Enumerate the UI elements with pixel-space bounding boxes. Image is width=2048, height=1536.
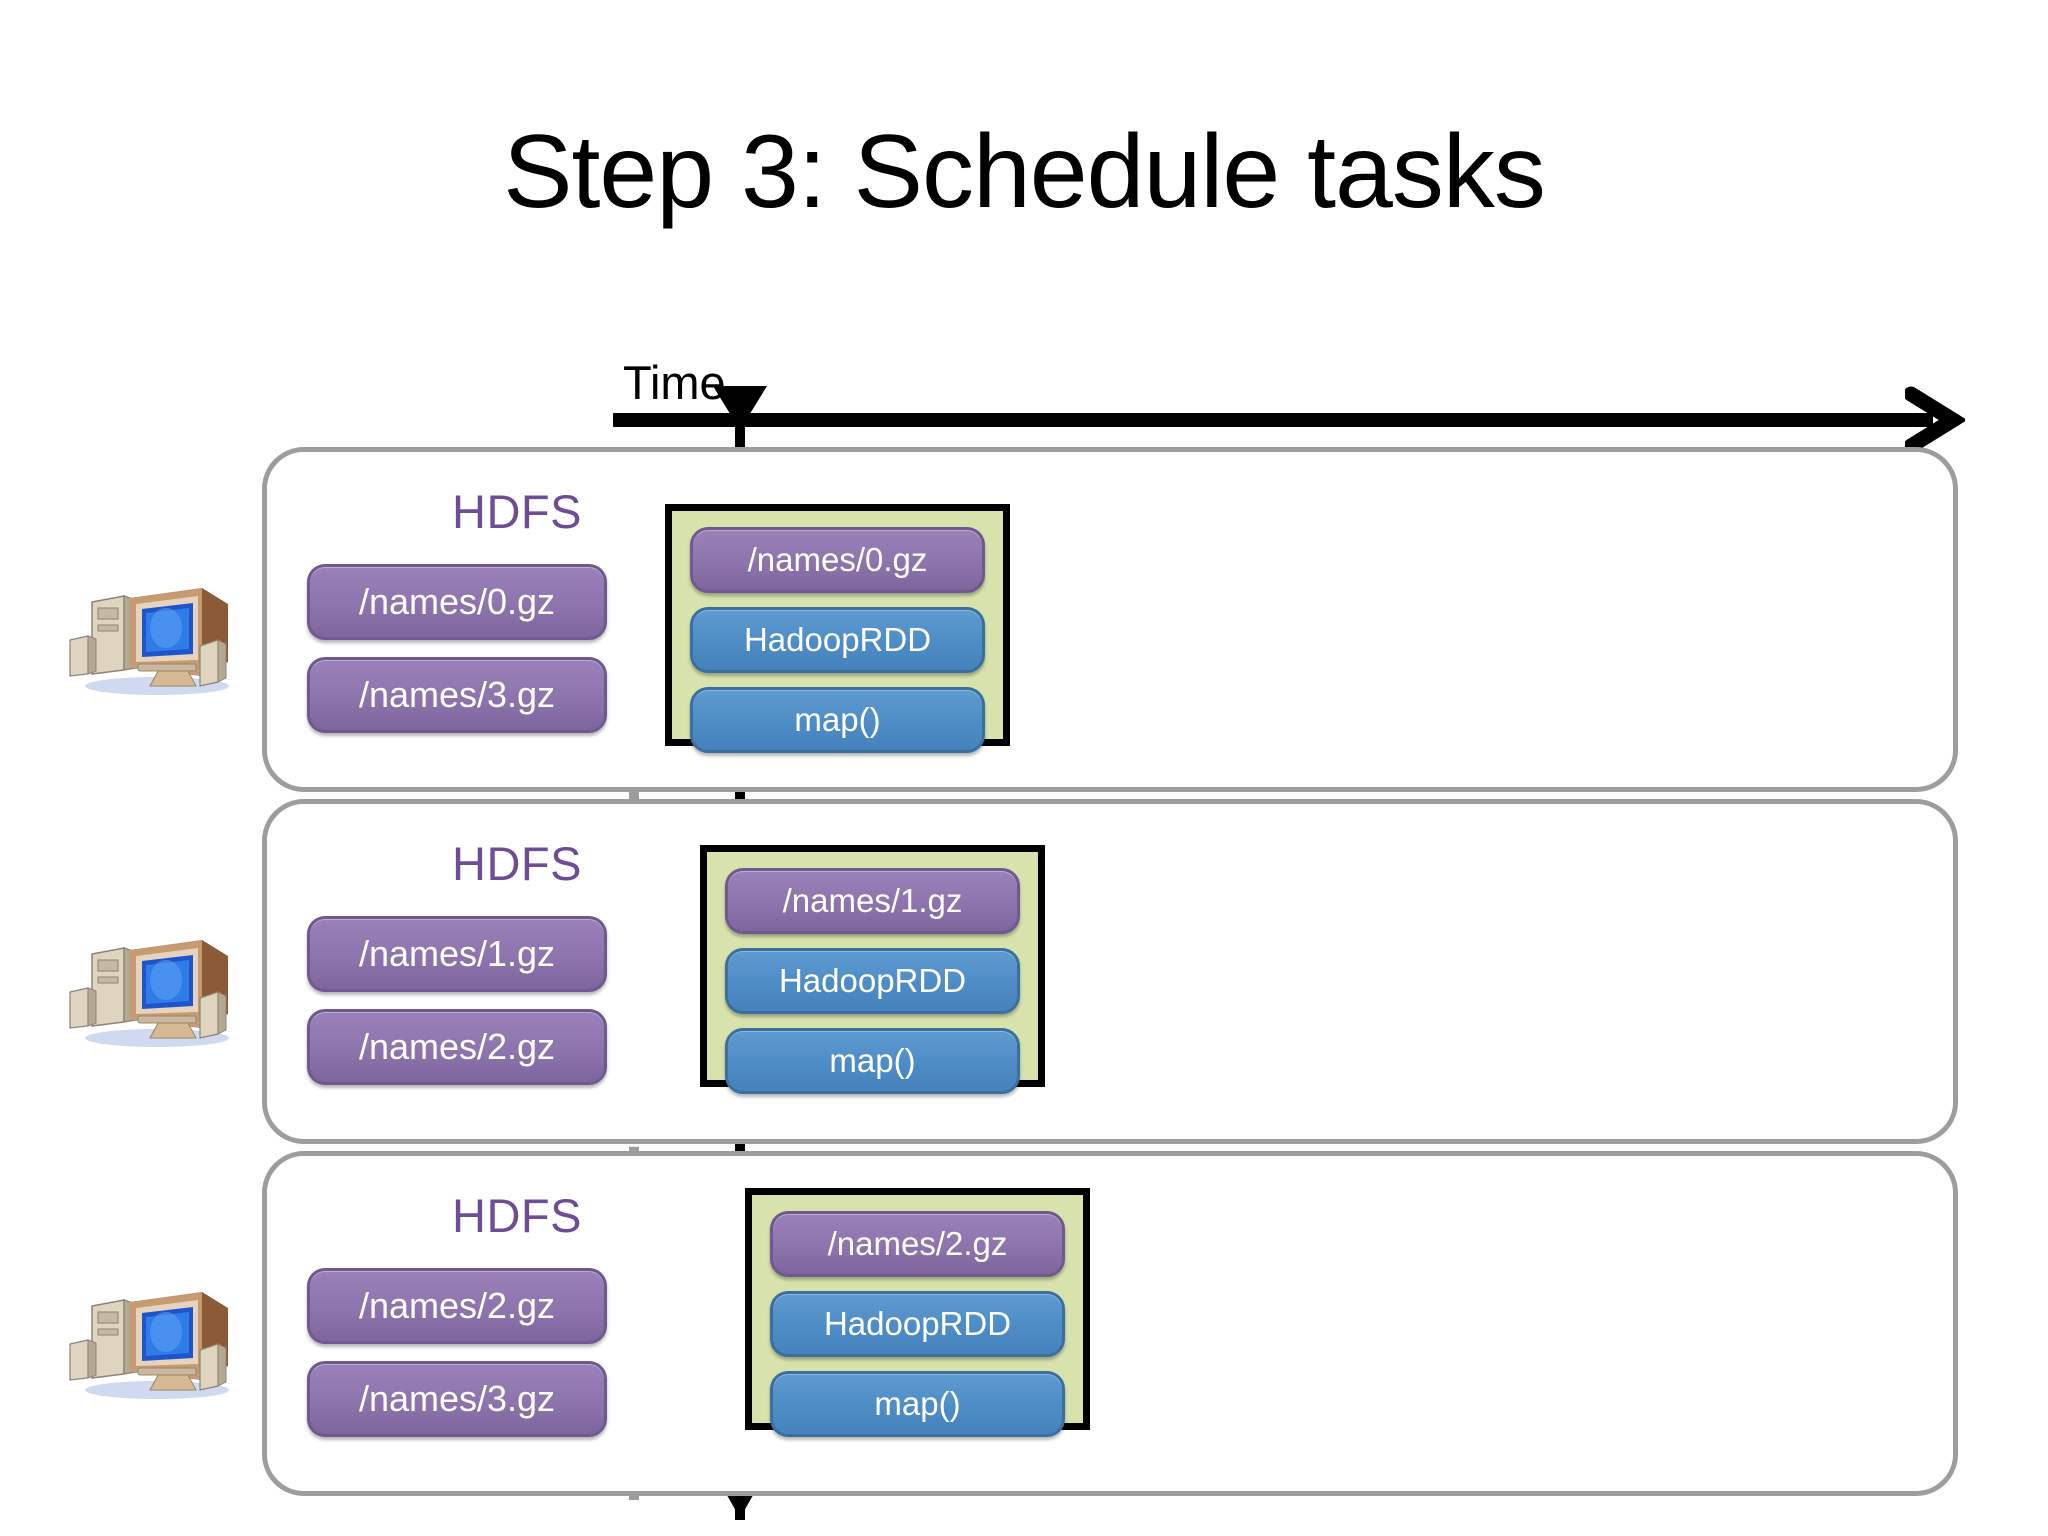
task-rdd: HadoopRDD — [725, 948, 1020, 1014]
time-axis-line — [613, 413, 1933, 427]
hdfs-label: HDFS — [452, 485, 582, 538]
task-partition: /names/2.gz — [770, 1211, 1065, 1277]
node-row: HDFS /names/0.gz /names/3.gz — [262, 447, 1958, 792]
hdfs-block: /names/2.gz — [307, 1268, 607, 1344]
task-operation: map() — [770, 1371, 1065, 1437]
task-box: /names/1.gz HadoopRDD map() — [700, 845, 1045, 1094]
computer-icon — [69, 1292, 229, 1399]
task-partition: /names/1.gz — [725, 868, 1020, 934]
task-partition: /names/0.gz — [690, 527, 985, 593]
computer-icon — [69, 940, 229, 1047]
node-row: HDFS /names/2.gz /names/3.gz — [262, 1151, 1958, 1496]
time-axis-label: Time — [623, 356, 726, 409]
task-box: /names/2.gz HadoopRDD map() — [745, 1188, 1090, 1437]
page-title: Step 3: Schedule tasks — [503, 114, 1546, 230]
node-row: HDFS /names/1.gz /names/2.gz — [262, 799, 1958, 1144]
task-box: /names/0.gz HadoopRDD map() — [665, 504, 1010, 753]
computer-icon — [69, 588, 229, 695]
task-operation: map() — [725, 1028, 1020, 1094]
hdfs-block: /names/0.gz — [307, 564, 607, 640]
hdfs-label: HDFS — [452, 1189, 582, 1242]
hdfs-label: HDFS — [452, 837, 582, 890]
task-rdd: HadoopRDD — [690, 607, 985, 673]
hdfs-block: /names/3.gz — [307, 657, 607, 733]
task-operation: map() — [690, 687, 985, 753]
hdfs-block: /names/2.gz — [307, 1009, 607, 1085]
hdfs-block: /names/3.gz — [307, 1361, 607, 1437]
hdfs-block: /names/1.gz — [307, 916, 607, 992]
time-axis-arrow-icon — [1905, 386, 1965, 454]
task-rdd: HadoopRDD — [770, 1291, 1065, 1357]
